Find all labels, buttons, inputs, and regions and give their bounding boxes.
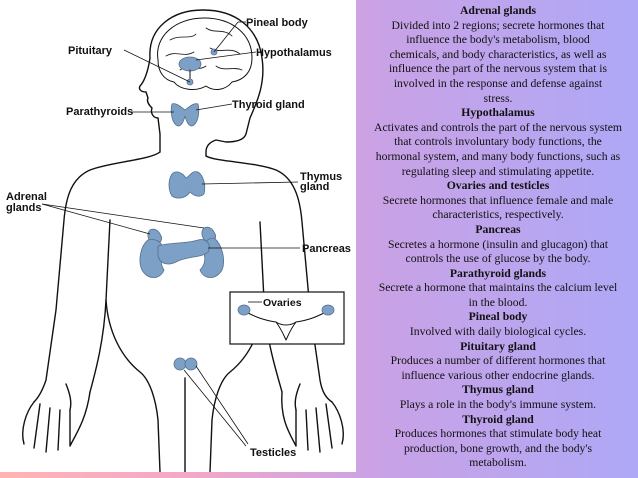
label-thyroid-gland: Thyroid gland [232,99,305,111]
label-thymus-line2: gland [300,181,329,193]
glossary-description-line: characteristics, respectively. [432,208,564,222]
label-pituitary: Pituitary [68,45,113,57]
glossary-term: Ovaries and testicles [446,179,550,193]
glands [139,103,224,371]
endocrine-diagram-svg: Pineal body Pituitary Hypothalamus Parat… [6,9,351,472]
glossary-description-line: influence various other endocrine glands… [401,368,595,382]
thyroid-shape [170,103,200,127]
glossary-description-line: Divided into 2 regions; secrete hormones… [391,18,605,32]
label-adrenal-line1: Adrenal [6,191,47,203]
ovary-right-shape [321,304,335,316]
glossary-description-line: that controls involuntary body functions… [394,135,602,149]
testes-shape [173,357,198,371]
glossary-term: Hypothalamus [461,106,535,120]
pancreas-shape [157,239,210,265]
glossary-description-line: Plays a role in the body's immune system… [399,398,597,412]
glossary-description-line: involved in the response and defense aga… [393,76,603,90]
ovary-left-shape [237,304,251,316]
glossary-description-line: metabolism. [469,456,527,470]
glossary-description-line: chemicals, and body characteristics, as … [389,47,607,61]
label-testicles: Testicles [250,447,296,459]
glossary-description-line: controls the use of glucose by the body. [405,252,591,266]
glossary-description-line: Produces a number of different hormones … [390,354,606,368]
torso-left [33,151,161,403]
glossary-term: Pituitary gland [460,339,536,353]
glossary-description-line: Secretes a hormone (insulin and glucagon… [387,237,609,251]
leader-lines [41,21,300,447]
hand-right [281,391,344,453]
glossary-description-line: Produces hormones that stimulate body he… [394,427,602,441]
endocrine-diagram: Pineal body Pituitary Hypothalamus Parat… [6,9,351,472]
brain-folds [165,27,243,71]
body-outline [22,9,344,472]
glossary-description-line: influence the body's metabolism, blood [406,33,590,47]
hand-left [22,391,91,453]
ovaries-inset [229,291,345,345]
glossary-description-line: in the blood. [468,295,528,309]
labels: Pineal body Pituitary Hypothalamus Parat… [6,17,351,459]
inner-arm-left [65,219,111,411]
glossary-term: Parathyroid glands [449,266,547,280]
glossary-description-line: hormonal system, and many body functions… [375,149,621,163]
uterus-shape [245,311,327,341]
label-pineal-body: Pineal body [246,17,309,29]
glossary-term: Thymus gland [462,383,534,397]
hypothalamus-shape [178,56,202,72]
glossary-description-line: regulating sleep and stimulating appetit… [401,164,595,178]
glossary-description-line: production, bone growth, and the body's [403,441,593,455]
thymus-shape [168,171,206,199]
label-pancreas: Pancreas [302,243,351,255]
glossary-description-line: Involved with daily biological cycles. [409,325,587,339]
head-outline [138,9,264,157]
glossary-term: Thyroid gland [462,412,534,426]
glossary-term: Pancreas [475,222,521,236]
glossary-term: Pineal body [468,310,528,324]
glossary-description-line: Secrete a hormone that maintains the cal… [378,281,618,295]
label-adrenal-line2: glands [6,202,41,214]
label-thymus-line1: Thymus [300,171,342,183]
glossary-description-line: stress. [483,91,513,105]
glossary-description-line: Secrete hormones that influence female a… [382,193,614,207]
glossary-term: Adrenal glands [459,4,537,17]
label-hypothalamus: Hypothalamus [256,47,332,59]
glossary-description-line: Activates and controls the part of the n… [374,120,622,134]
brain-outline [157,17,253,90]
label-ovaries: Ovaries [263,297,302,309]
label-parathyroids: Parathyroids [66,106,133,118]
glossary-description-line: influence the part of the nervous system… [388,62,608,76]
torso-right [205,155,333,403]
